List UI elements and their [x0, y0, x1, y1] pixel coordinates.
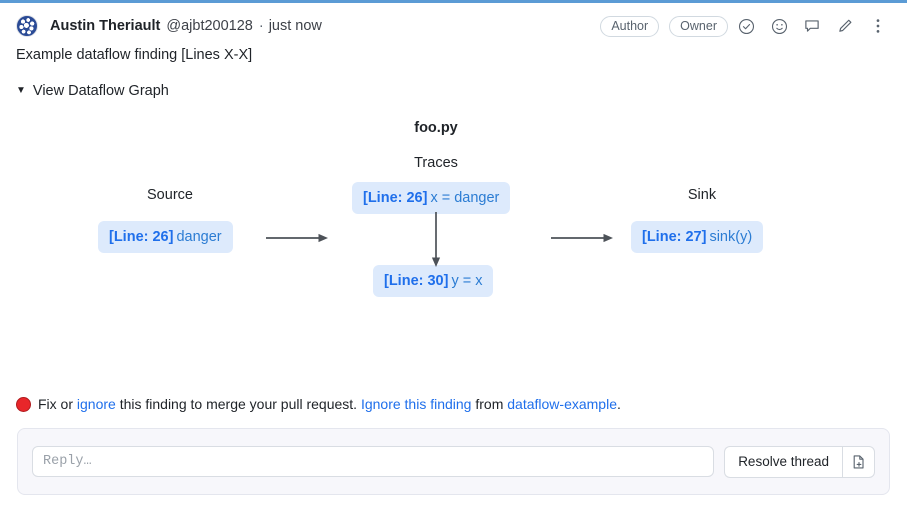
- graph-node-trace-2-line: [Line: 30]: [384, 273, 449, 289]
- graph-node-sink-code: sink(y): [709, 229, 753, 245]
- kebab-menu-icon[interactable]: [863, 11, 893, 41]
- finding-text-part-2: this finding to merge your pull request.: [115, 396, 361, 412]
- graph-column-traces-label: Traces: [414, 155, 458, 171]
- graph-arrow-trace1-to-trace2: [430, 212, 442, 267]
- comment-thread: Austin Theriault @ajbt200128 · just now …: [0, 3, 907, 509]
- ignore-link[interactable]: ignore: [76, 396, 116, 412]
- comment-icon[interactable]: [797, 11, 827, 41]
- avatar[interactable]: [16, 15, 38, 37]
- file-add-icon[interactable]: [842, 445, 875, 478]
- author-name[interactable]: Austin Theriault: [50, 18, 161, 34]
- graph-column-sink-label: Sink: [687, 187, 717, 203]
- graph-node-trace-2-code: y = x: [451, 273, 483, 289]
- dataflow-example-link[interactable]: dataflow-example: [507, 396, 617, 412]
- view-dataflow-graph-label: View Dataflow Graph: [32, 83, 169, 99]
- ignore-this-finding-link[interactable]: Ignore this finding: [360, 396, 472, 412]
- graph-node-trace-1-line: [Line: 26]: [363, 190, 428, 206]
- edit-icon[interactable]: [830, 11, 860, 41]
- finding-status-note: Fix or ignore this finding to merge your…: [16, 395, 886, 415]
- emoji-icon[interactable]: [764, 11, 794, 41]
- check-circle-icon[interactable]: [731, 11, 761, 41]
- timestamp: just now: [268, 18, 322, 34]
- header-separator: ·: [258, 18, 264, 34]
- finding-text-part-3: from: [471, 396, 508, 412]
- comment-header-actions: Author Owner: [590, 11, 893, 41]
- graph-arrow-trace-to-sink: [551, 231, 613, 243]
- graph-file-title: foo.py: [414, 120, 458, 136]
- graph-node-sink[interactable]: [Line: 27]sink(y): [631, 221, 764, 254]
- resolve-thread-button[interactable]: Resolve thread: [724, 445, 842, 478]
- graph-column-source-label: Source: [147, 187, 193, 203]
- badge-owner: Owner: [669, 15, 728, 37]
- dataflow-graph: foo.py Traces Source Sink [Line: 26]x = …: [0, 108, 907, 348]
- reply-bar: Resolve thread: [17, 428, 890, 495]
- view-dataflow-graph-toggle[interactable]: ▼ View Dataflow Graph: [16, 83, 169, 99]
- chevron-down-icon: ▼: [16, 85, 26, 96]
- graph-node-sink-line: [Line: 27]: [642, 229, 707, 245]
- author-handle[interactable]: @ajbt200128: [166, 18, 253, 34]
- graph-node-trace-2[interactable]: [Line: 30]y = x: [373, 265, 494, 298]
- graph-node-trace-1[interactable]: [Line: 26]x = danger: [352, 182, 511, 215]
- comment-body-text: Example dataflow finding [Lines X-X]: [16, 47, 253, 63]
- finding-text-part-1: Fix or: [38, 396, 77, 412]
- graph-arrow-source-to-trace: [266, 231, 328, 243]
- red-circle-icon: [16, 397, 31, 413]
- graph-node-source-line: [Line: 26]: [109, 229, 174, 245]
- graph-node-source[interactable]: [Line: 26]danger: [98, 221, 233, 254]
- graph-node-trace-1-code: x = danger: [430, 190, 500, 206]
- graph-node-source-code: danger: [176, 229, 222, 245]
- top-divider: [0, 0, 907, 3]
- comment-header: Austin Theriault @ajbt200128 · just now: [16, 11, 891, 41]
- finding-text-part-4: .: [617, 396, 621, 412]
- badge-author: Author: [600, 15, 660, 37]
- reply-input[interactable]: [32, 446, 715, 477]
- reply-actions: Resolve thread: [724, 445, 875, 478]
